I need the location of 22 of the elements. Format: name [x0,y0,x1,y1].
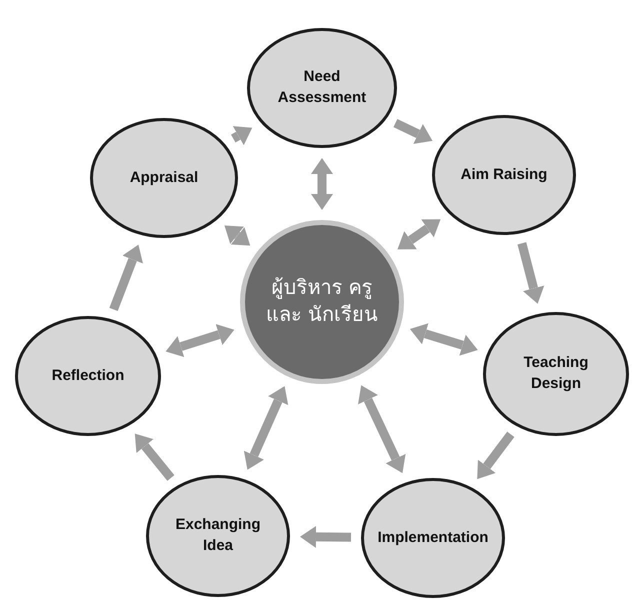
arrow [477,432,514,480]
arrow [109,244,143,312]
node-label: ผู้บริหาร ครู และ นักเรียน [265,276,379,328]
node-label: Reflection [52,366,124,386]
arrow [231,126,252,146]
arrow [397,219,441,250]
arrow [358,385,406,474]
arrow [300,526,352,548]
node-label: Exchanging Idea [174,515,262,556]
arrow [410,323,478,356]
node-label: Appraisal [130,168,198,188]
node-label: Teaching Design [522,353,590,394]
arrow [518,242,544,304]
node-label: Implementation [378,528,488,548]
node-label: Need Assessment [276,67,368,108]
arrow [166,324,234,358]
arrow [244,386,288,470]
arrow [224,225,250,246]
arrow [134,434,174,481]
arrow [393,119,433,144]
node-label: Aim Raising [460,164,548,185]
arrow [311,158,333,210]
